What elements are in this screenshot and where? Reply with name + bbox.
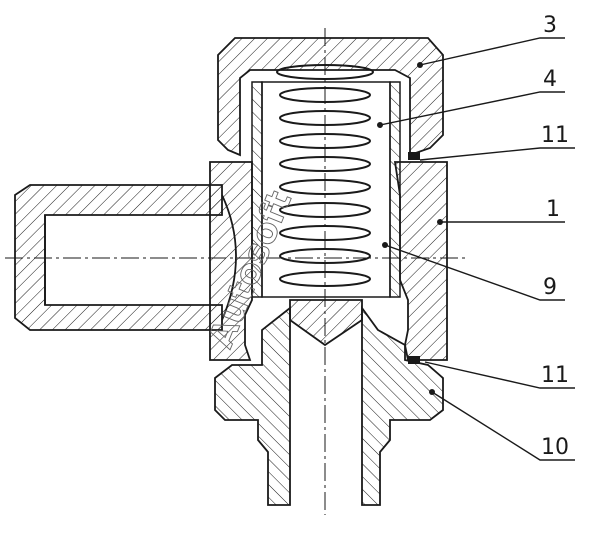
lower-fitting	[214, 299, 444, 506]
spring-sleeve	[251, 81, 401, 298]
callout-11-upper: 11	[541, 123, 569, 148]
callout-dots	[377, 62, 443, 395]
inlet-pipe	[14, 184, 237, 331]
cap-nut	[217, 37, 444, 157]
callout-3: 3	[543, 13, 557, 38]
seal-rings	[408, 152, 420, 364]
callout-1: 1	[546, 197, 560, 222]
centerlines	[5, 28, 465, 515]
callout-4: 4	[543, 67, 557, 92]
callout-11-lower: 11	[541, 363, 569, 388]
callout-10: 10	[541, 435, 569, 460]
callout-leaders	[379, 37, 575, 461]
callout-9: 9	[543, 275, 557, 300]
